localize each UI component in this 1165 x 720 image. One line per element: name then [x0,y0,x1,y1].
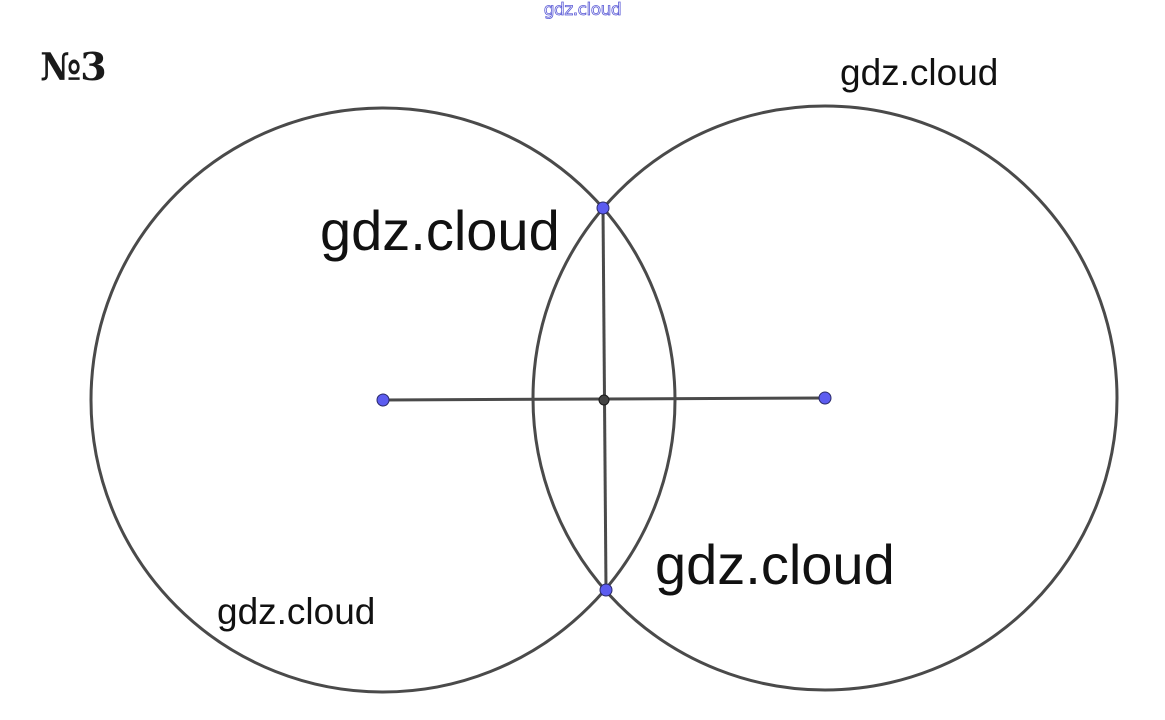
watermark-text: gdz.cloud [840,52,999,93]
top-watermark: gdz.cloud [543,0,622,20]
watermark-text: gdz.cloud [217,591,376,632]
right-center-point [818,391,832,405]
watermark-text: gdz.cloud [655,533,895,596]
problem-number: №3 [40,44,107,89]
midpoint [598,394,610,406]
watermark-text: gdz.cloud [320,199,560,262]
left-center-point [376,393,390,407]
bottom-intersection-point [599,583,613,597]
top-intersection-point [596,201,610,215]
